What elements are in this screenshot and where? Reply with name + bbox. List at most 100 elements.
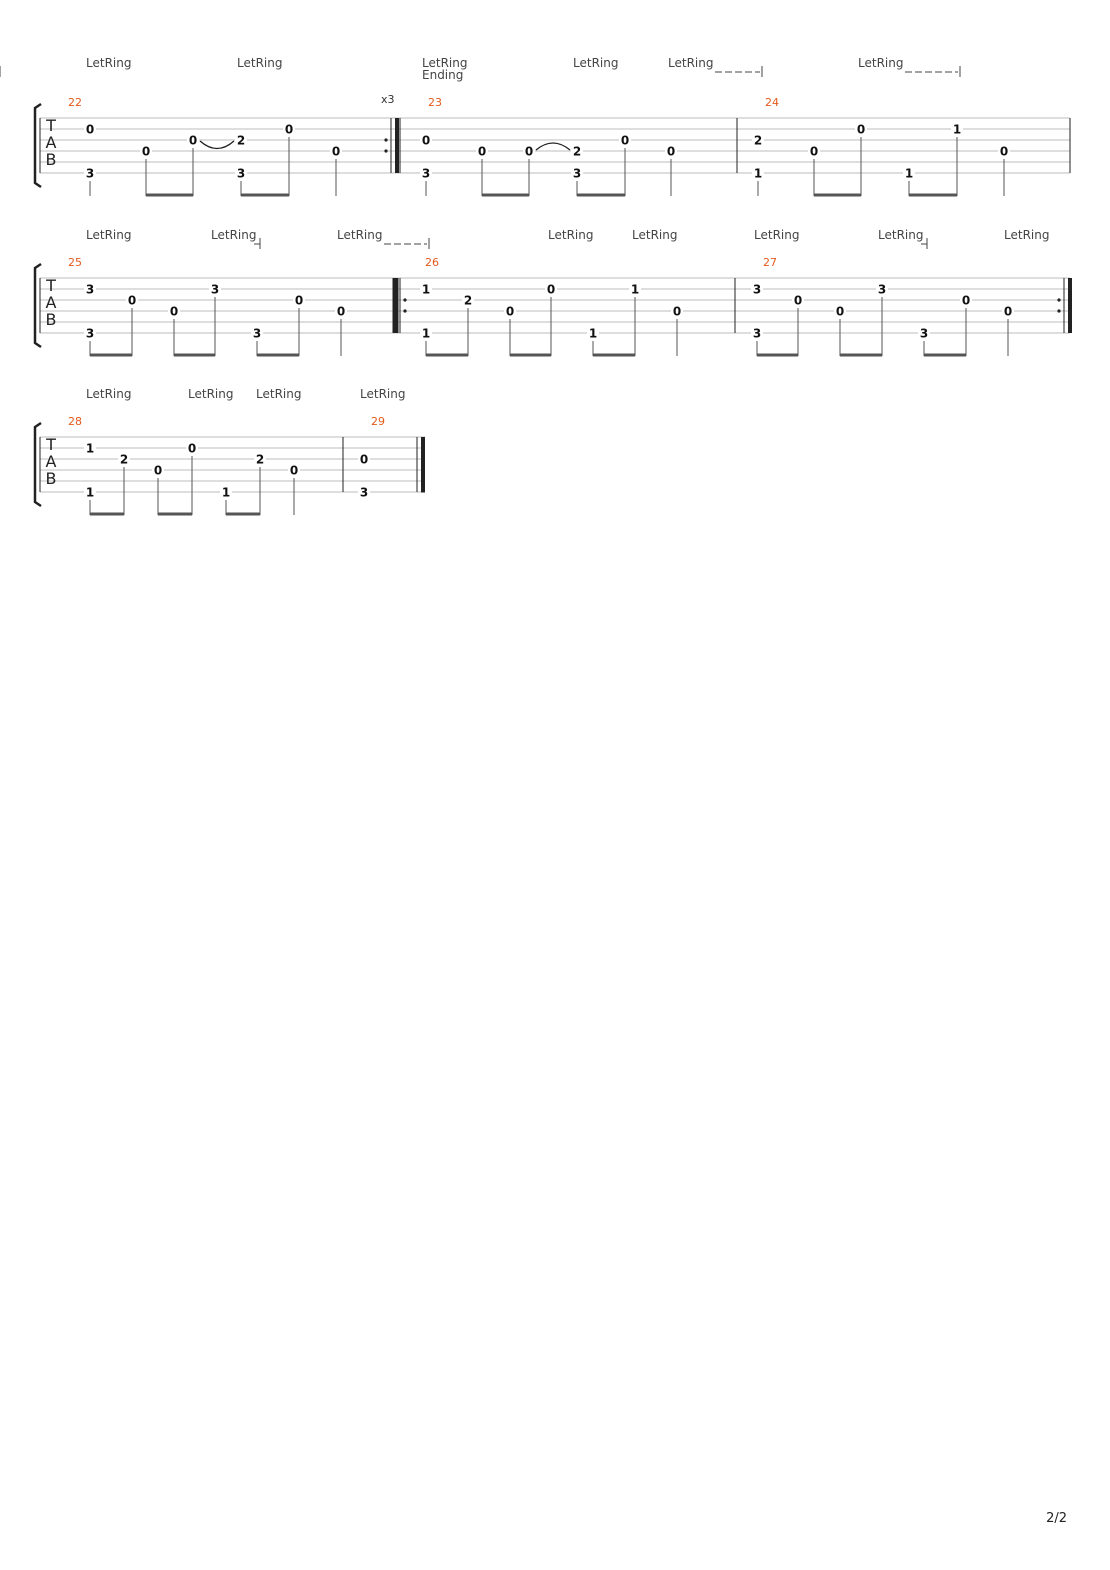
- bar-number: 27: [763, 256, 777, 269]
- fret-number: 0: [170, 305, 178, 319]
- fret-number: 0: [547, 283, 555, 297]
- repeat-dot: [384, 149, 388, 153]
- fret-bg: [220, 486, 232, 498]
- system-bracket: [33, 421, 42, 508]
- fret-bg: [235, 134, 247, 146]
- system-bracket: [33, 102, 42, 189]
- fret-bg: [855, 123, 867, 135]
- fret-number: 0: [857, 123, 865, 137]
- fret-bg: [283, 123, 295, 135]
- fret-bg: [951, 123, 963, 135]
- tie: [199, 140, 235, 150]
- bar-number: 24: [765, 96, 779, 109]
- fret-number: 3: [360, 486, 368, 500]
- fret-bg: [918, 327, 930, 339]
- fret-bg: [126, 294, 138, 306]
- tab-clef-letter: B: [46, 310, 57, 329]
- repeat-dot: [384, 138, 388, 142]
- let-ring-label: LetRing: [878, 228, 923, 242]
- tie: [535, 142, 571, 151]
- fret-number: 1: [631, 283, 639, 297]
- let-ring-label: LetRing: [548, 228, 593, 242]
- ending-label: Ending: [422, 68, 463, 82]
- fret-number: 1: [422, 283, 430, 297]
- tab-clef-letter: T: [45, 435, 56, 454]
- let-ring-label: LetRing: [754, 228, 799, 242]
- fret-number: 1: [754, 167, 762, 181]
- fret-number: 0: [836, 305, 844, 319]
- fret-number: 3: [753, 327, 761, 341]
- fret-number: 3: [878, 283, 886, 297]
- repeat-dot: [1057, 298, 1061, 302]
- fret-bg: [420, 283, 432, 295]
- let-ring-label: LetRing: [237, 56, 282, 70]
- fret-bg: [752, 134, 764, 146]
- tab-clef-letter: T: [45, 116, 56, 135]
- fret-bg: [504, 305, 516, 317]
- fret-number: 0: [794, 294, 802, 308]
- let-ring-label: LetRing: [86, 228, 131, 242]
- let-ring-label: LetRing: [632, 228, 677, 242]
- fret-bg: [619, 134, 631, 146]
- fret-number: 0: [621, 134, 629, 148]
- fret-bg: [288, 464, 300, 476]
- repeat-dot: [403, 298, 407, 302]
- bar-number: 28: [68, 415, 82, 428]
- fret-number: 3: [573, 167, 581, 181]
- fret-bg: [293, 294, 305, 306]
- fret-number: 0: [667, 145, 675, 159]
- fret-number: 3: [237, 167, 245, 181]
- fret-bg: [960, 294, 972, 306]
- fret-number: 0: [506, 305, 514, 319]
- fret-bg: [792, 294, 804, 306]
- fret-number: 0: [1000, 145, 1008, 159]
- system-bracket: [33, 262, 42, 349]
- fret-number: 3: [422, 167, 430, 181]
- repeat-dot: [403, 309, 407, 313]
- fret-number: 2: [464, 294, 472, 308]
- fret-bg: [420, 167, 432, 179]
- fret-bg: [187, 134, 199, 146]
- fret-bg: [209, 283, 221, 295]
- fret-bg: [152, 464, 164, 476]
- fret-bg: [84, 167, 96, 179]
- fret-number: 3: [920, 327, 928, 341]
- tab-clef-letter: A: [46, 452, 57, 471]
- fret-bg: [251, 327, 263, 339]
- fret-bg: [751, 327, 763, 339]
- fret-number: 0: [290, 464, 298, 478]
- let-ring-label: LetRing: [573, 56, 618, 70]
- fret-number: 0: [478, 145, 486, 159]
- fret-bg: [808, 145, 820, 157]
- bar-number: 26: [425, 256, 439, 269]
- tab-clef-letter: T: [45, 276, 56, 295]
- fret-bg: [84, 123, 96, 135]
- fret-number: 3: [86, 167, 94, 181]
- fret-number: 0: [295, 294, 303, 308]
- fret-bg: [587, 327, 599, 339]
- fret-bg: [876, 283, 888, 295]
- fret-bg: [571, 145, 583, 157]
- let-ring-label: LetRing: [256, 387, 301, 401]
- fret-number: 1: [86, 442, 94, 456]
- let-ring-label: LetRing: [86, 56, 131, 70]
- bar-number: 23: [428, 96, 442, 109]
- fret-number: 3: [86, 283, 94, 297]
- fret-number: 0: [962, 294, 970, 308]
- fret-bg: [752, 167, 764, 179]
- let-ring-label: LetRing: [360, 387, 405, 401]
- fret-bg: [420, 327, 432, 339]
- fret-number: 2: [754, 134, 762, 148]
- fret-bg: [462, 294, 474, 306]
- fret-bg: [671, 305, 683, 317]
- fret-bg: [118, 453, 130, 465]
- tab-clef-letter: B: [46, 150, 57, 169]
- fret-number: 0: [673, 305, 681, 319]
- fret-number: 2: [237, 134, 245, 148]
- let-ring-label: LetRing: [211, 228, 256, 242]
- fret-number: 3: [86, 327, 94, 341]
- fret-number: 1: [905, 167, 913, 181]
